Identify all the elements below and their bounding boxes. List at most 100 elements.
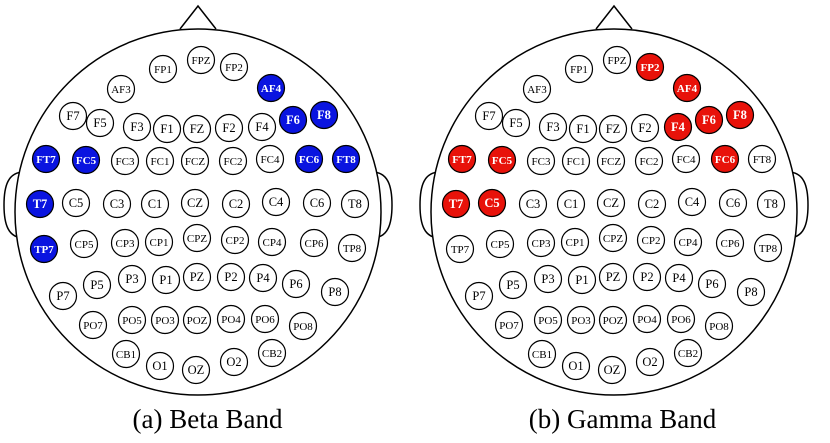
electrode-p7-marker: [48, 281, 78, 311]
electrode-tp8: TP8: [337, 233, 367, 263]
electrode-cz-marker: [180, 188, 210, 218]
electrode-p2-marker: [216, 262, 246, 292]
electrode-oz-marker: [181, 355, 211, 385]
electrode-cpz: CPZ: [182, 223, 212, 253]
electrode-f7-label: F7: [482, 109, 495, 123]
electrode-c3: C3: [102, 189, 132, 219]
electrode-cz: CZ: [596, 188, 626, 218]
electrode-t8-label: T8: [348, 197, 362, 211]
electrode-cp1-marker: [560, 227, 590, 257]
electrode-c6-label: C6: [726, 196, 741, 210]
electrode-fc5-marker: [487, 145, 517, 175]
electrode-c3: C3: [518, 189, 548, 219]
electrode-fz-marker: [598, 114, 628, 144]
electrode-pz-marker: [598, 262, 628, 292]
electrode-t7-label: T7: [449, 197, 464, 211]
electrode-fp2-marker: [635, 52, 665, 82]
electrode-fc3-marker: [110, 146, 140, 176]
electrode-c1-label: C1: [564, 197, 579, 211]
electrode-af4-marker: [256, 73, 286, 103]
electrode-f6-marker: [278, 105, 308, 135]
electrode-o2-label: O2: [642, 355, 657, 369]
electrode-po3: PO3: [150, 305, 180, 335]
electrode-po3-marker: [150, 305, 180, 335]
electrode-p8: P8: [320, 277, 350, 307]
electrode-f3-label: F3: [546, 120, 559, 134]
electrode-pz-label: PZ: [606, 270, 621, 284]
electrode-cp5-label: CP5: [75, 239, 94, 251]
electrode-c1-marker: [556, 189, 586, 219]
electrode-cp3-marker: [110, 228, 140, 258]
electrode-p8-marker: [320, 277, 350, 307]
electrode-ft7: FT7: [447, 144, 477, 174]
electrode-o2: O2: [219, 347, 249, 377]
electrode-p7-marker: [464, 281, 494, 311]
electrode-f6-marker: [694, 105, 724, 135]
electrode-f7: F7: [474, 101, 504, 131]
electrode-t7: T7: [25, 189, 55, 219]
electrode-oz-marker: [597, 355, 627, 385]
electrode-c4-marker: [261, 187, 291, 217]
electrode-p4: P4: [664, 263, 694, 293]
electrode-t7: T7: [441, 189, 471, 219]
electrode-fpz-label: FPZ: [608, 55, 627, 67]
electrode-po8-label: PO8: [709, 321, 729, 333]
electrode-c6-marker: [302, 188, 332, 218]
electrode-c5-marker: [61, 188, 91, 218]
electrode-c4: C4: [677, 187, 707, 217]
electrode-fp2: FP2: [635, 52, 665, 82]
electrode-cp3-label: CP3: [116, 238, 135, 250]
electrode-f2: F2: [630, 113, 660, 143]
electrode-fc5-label: FC5: [76, 155, 97, 167]
electrode-fc2-marker: [634, 146, 664, 176]
electrode-po5: PO5: [533, 305, 563, 335]
electrode-t7-marker: [441, 189, 471, 219]
electrode-f6-label: F6: [286, 113, 300, 127]
electrode-p6: P6: [281, 269, 311, 299]
electrode-f8-label: F8: [733, 108, 747, 122]
electrode-cb1: CB1: [111, 339, 141, 369]
electrode-p3: P3: [117, 264, 147, 294]
electrode-cpz-marker: [598, 223, 628, 253]
electrode-pz-label: PZ: [190, 270, 205, 284]
electrode-fc4-label: FC4: [677, 154, 696, 166]
electrode-af3-marker: [106, 74, 136, 104]
electrode-f4-marker: [247, 112, 277, 142]
electrode-f4: F4: [663, 112, 693, 142]
electrode-cpz-marker: [182, 223, 212, 253]
electrode-f4-label: F4: [671, 120, 686, 134]
electrode-tp8-marker: [337, 233, 367, 263]
electrode-p2: P2: [216, 262, 246, 292]
electrode-f8-label: F8: [317, 108, 331, 122]
electrode-c3-marker: [102, 189, 132, 219]
electrode-cp5-label: CP5: [491, 239, 510, 251]
electrode-f7-marker: [474, 101, 504, 131]
electrode-c2: C2: [221, 189, 251, 219]
electrode-fc1-marker: [145, 146, 175, 176]
electrode-p5-marker: [82, 270, 112, 300]
electrode-po7-label: PO7: [83, 320, 103, 332]
electrode-af4: AF4: [256, 73, 286, 103]
electrode-cp6: CP6: [299, 228, 329, 258]
electrode-cp6: CP6: [715, 228, 745, 258]
electrode-fc1-label: FC1: [151, 156, 170, 168]
electrode-t8-label: T8: [764, 197, 778, 211]
electrode-fc2-label: FC2: [640, 156, 659, 168]
electrode-po4: PO4: [632, 304, 662, 334]
electrode-cp5-marker: [485, 229, 515, 259]
electrode-cz-label: CZ: [603, 196, 619, 210]
electrode-po6: PO6: [666, 304, 696, 334]
electrode-oz: OZ: [181, 355, 211, 385]
electrode-cp5-marker: [69, 229, 99, 259]
electrode-p5: P5: [82, 270, 112, 300]
electrode-cp4-label: CP4: [679, 237, 698, 249]
electrode-cp3: CP3: [110, 228, 140, 258]
caption-beta-band: (a) Beta Band: [132, 404, 283, 434]
electrode-c2-label: C2: [229, 197, 244, 211]
electrode-fpz-marker: [602, 45, 632, 75]
electrode-o2-marker: [219, 347, 249, 377]
caption-gamma-band: (b) Gamma Band: [528, 404, 717, 434]
electrode-fc3: FC3: [110, 146, 140, 176]
electrode-ft8-label: FT8: [753, 154, 772, 166]
